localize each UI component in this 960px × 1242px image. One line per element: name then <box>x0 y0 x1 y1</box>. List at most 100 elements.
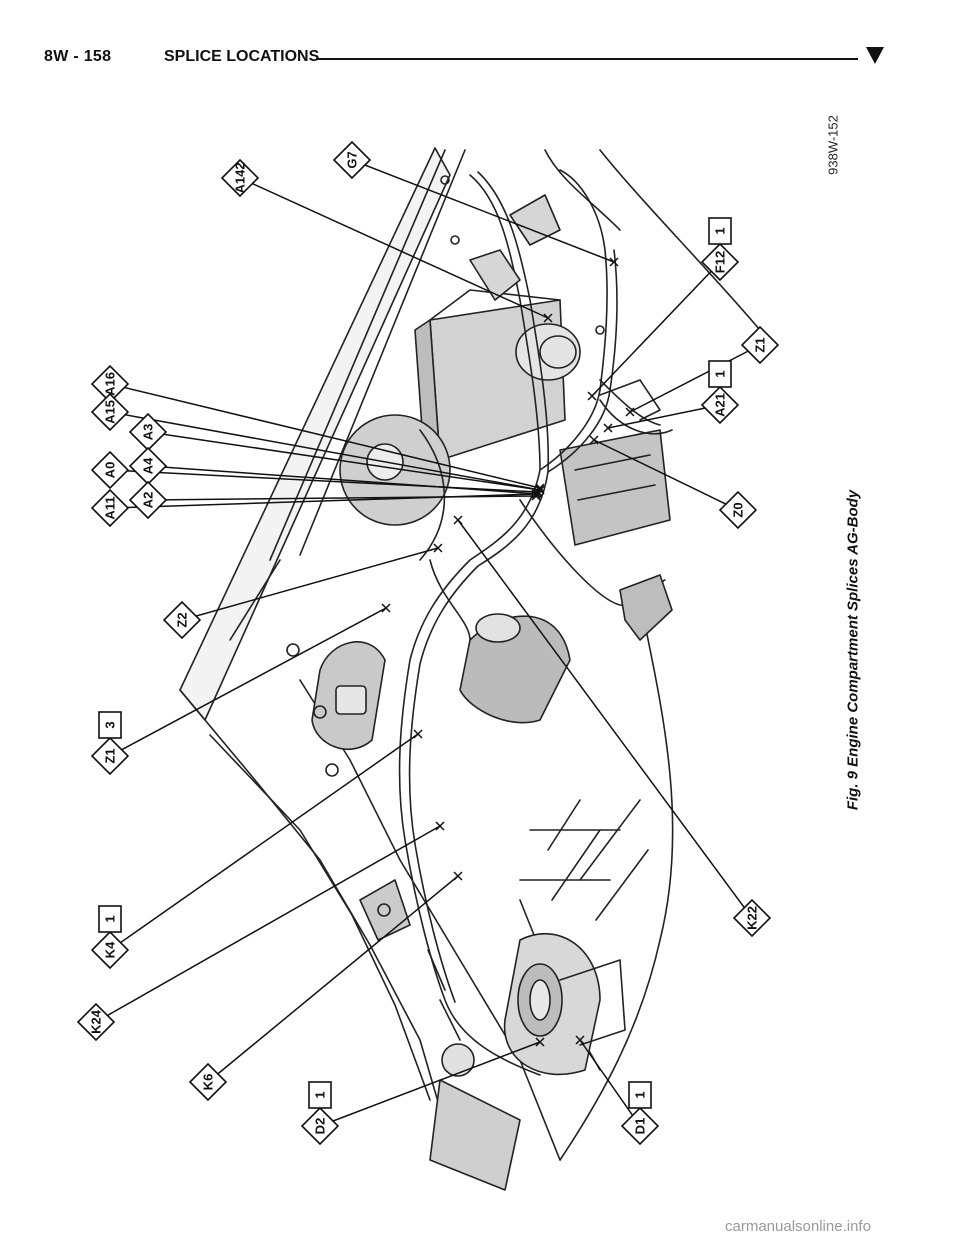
callout-label: A0 <box>103 462 118 479</box>
callout-diamond <box>90 364 130 404</box>
callout-tag-z0: Z0 <box>718 490 758 530</box>
splice-point-d1 <box>575 1035 585 1045</box>
leader-line-z1 <box>109 607 387 757</box>
figure-caption-box: Fig. 9 Engine Compartment Splices AG-Bod… <box>840 460 866 840</box>
callout-label: A2 <box>141 492 156 509</box>
callout-flag-box <box>628 1081 652 1109</box>
header-rule <box>316 58 858 60</box>
leader-line-a4 <box>147 465 539 495</box>
splice-point-k6 <box>453 871 463 881</box>
callout-label: Z1 <box>103 748 118 763</box>
splice-point-a2 <box>531 491 541 501</box>
callout-label: K24 <box>89 1009 104 1034</box>
figure-id-box: 938W-152 <box>823 100 843 190</box>
callout-flag-box <box>308 1081 332 1109</box>
splice-point-z1 <box>625 407 635 417</box>
watermark: carmanualsonline.info <box>725 1218 871 1235</box>
callout-diamond <box>740 325 780 365</box>
callout-diamond <box>732 898 772 938</box>
callout-tag-a3: A3 <box>128 412 168 452</box>
leader-line-k6 <box>207 875 459 1083</box>
callout-label: A4 <box>141 457 156 474</box>
leader-line-k24 <box>95 825 441 1023</box>
callout-diamond <box>162 600 202 640</box>
callout-label: D1 <box>633 1118 648 1135</box>
splice-point-k24 <box>435 821 445 831</box>
callout-flag-box <box>708 360 732 388</box>
splice-point-z2 <box>433 543 443 553</box>
callout-tag-a15: A15 <box>90 392 130 432</box>
callout-diamond <box>718 490 758 530</box>
callout-tag-a11: A11 <box>90 488 130 528</box>
callout-label: Z1 <box>753 337 768 352</box>
callout-flag-box <box>98 711 122 739</box>
splice-point-f12 <box>587 391 597 401</box>
callout-flag-box <box>98 905 122 933</box>
callout-tag-z1: Z1 <box>740 325 780 365</box>
callout-diamond <box>76 1002 116 1042</box>
callout-tag-k24: K24 <box>76 1002 116 1042</box>
callout-label: G7 <box>345 151 360 168</box>
callout-tag-a4: A4 <box>128 446 168 486</box>
page-number: 8W - 158 <box>44 48 112 65</box>
callout-tag-k22: K22 <box>732 898 772 938</box>
leader-line-a16 <box>109 383 541 489</box>
callout-label: F12 <box>713 251 728 273</box>
leader-line-k4 <box>109 733 419 951</box>
callout-diamond <box>128 480 168 520</box>
callout-diamond <box>332 140 372 180</box>
leader-line-a21 <box>607 404 721 429</box>
callout-flag-number: 1 <box>103 915 118 922</box>
callout-flag-box <box>708 217 732 245</box>
splice-point-z1 <box>381 603 391 613</box>
leader-line-a142 <box>239 177 549 319</box>
callout-label: Z2 <box>175 612 190 627</box>
splice-point-d2 <box>535 1037 545 1047</box>
callout-label: Z0 <box>731 502 746 517</box>
leader-line-d1 <box>579 1039 641 1127</box>
leader-line-f12 <box>591 261 721 397</box>
callout-diamond <box>90 450 130 490</box>
leader-line-a15 <box>109 411 541 491</box>
callout-flag-number: 3 <box>103 721 118 728</box>
callout-tag-z1: Z1 3 <box>90 711 130 776</box>
splice-point-a142 <box>543 313 553 323</box>
callout-label: A142 <box>233 162 248 193</box>
callout-diamond <box>90 392 130 432</box>
splice-point-a21 <box>603 423 613 433</box>
section-title: SPLICE LOCATIONS <box>164 48 320 65</box>
callout-label: K4 <box>103 941 118 958</box>
leader-line-z2 <box>181 547 439 621</box>
callout-flag-number: 1 <box>713 370 728 377</box>
splice-point-z0 <box>589 435 599 445</box>
splice-point-k4 <box>413 729 423 739</box>
splice-point-g7 <box>609 257 619 267</box>
callout-label: K6 <box>201 1074 216 1091</box>
splice-point-k22 <box>453 515 463 525</box>
callout-label: A11 <box>103 496 118 519</box>
callout-tag-a142: A142 <box>220 158 260 198</box>
callout-flag-number: 1 <box>313 1091 328 1098</box>
callout-tag-a2: A2 <box>128 480 168 520</box>
leader-line-z1 <box>629 344 761 413</box>
callout-flag-number: 1 <box>633 1091 648 1098</box>
callout-diamond <box>128 412 168 452</box>
callout-tag-d2: D2 1 <box>300 1081 340 1146</box>
callout-tag-a16: A16 <box>90 364 130 404</box>
callout-label: K22 <box>745 906 760 930</box>
figure-id: 938W-152 <box>825 115 841 175</box>
callout-tag-g7: G7 <box>332 140 372 180</box>
callout-tags: A142G7F121Z1A211Z0A16A15A0A11A3A4A2Z2Z13… <box>76 140 780 1146</box>
callout-flag-number: 1 <box>713 227 728 234</box>
callout-diamond <box>220 158 260 198</box>
leader-line-d2 <box>319 1041 541 1127</box>
leader-line-a3 <box>147 431 541 491</box>
callout-label: A3 <box>141 424 156 441</box>
leader-line-a2 <box>147 495 537 501</box>
callout-label: A16 <box>103 372 118 396</box>
down-triangle-icon <box>866 47 884 64</box>
callout-label: D2 <box>313 1118 328 1135</box>
callout-tag-f12: F12 1 <box>700 217 740 282</box>
